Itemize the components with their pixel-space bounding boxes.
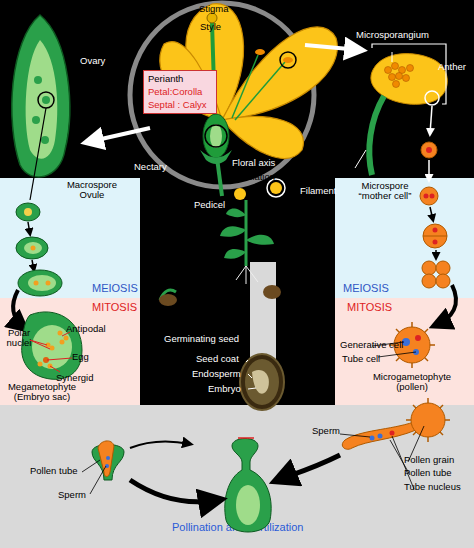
part-label: Filament xyxy=(300,186,336,196)
part-label: Egg xyxy=(72,352,89,362)
part-label: Pollen grain xyxy=(404,455,454,465)
part-label: Antipodal xyxy=(66,324,106,334)
stage-label: Microgametophyte (pollen) xyxy=(362,372,462,393)
part-label: Embryo xyxy=(208,384,241,394)
part-label: Generative cell xyxy=(340,340,403,350)
part-label: Pollen tube xyxy=(30,466,78,476)
perianth-box: PerianthPetal:CorollaSeptal : Calyx xyxy=(143,70,217,114)
part-label: Seed coat xyxy=(196,354,239,364)
node-text: MITOSIS xyxy=(347,301,392,313)
part-label: Anther xyxy=(438,62,466,72)
stage-label: Microspore “mother cell” xyxy=(350,181,420,202)
stage-label: Megametophyte (Embryo sac) xyxy=(2,382,82,403)
node-text: Perianth xyxy=(148,74,183,84)
node-text: Septal : Calyx xyxy=(148,100,207,110)
part-label: Style xyxy=(200,22,221,32)
part-label: Stigma xyxy=(199,4,229,14)
part-label: Nectary xyxy=(134,162,167,172)
node-text: MEIOSIS xyxy=(343,282,389,294)
part-label: Polar nuclei xyxy=(4,328,34,349)
part-label: Tube cell xyxy=(342,354,380,364)
part-label: Endosperm xyxy=(192,369,241,379)
part-label: Ovary xyxy=(80,56,105,66)
part-label: Pedicel xyxy=(194,200,225,210)
part-label: Pollen tube xyxy=(404,468,452,478)
part-label: Tube nucleus xyxy=(404,482,461,492)
stage-label: Macrospore Ovule xyxy=(62,180,122,201)
node-text: MEIOSIS xyxy=(92,282,138,294)
node-text: MITOSIS xyxy=(92,301,137,313)
part-label: Sperm xyxy=(58,490,86,500)
node-text: Petal:Corolla xyxy=(148,87,202,97)
part-label: Articulation xyxy=(228,172,275,182)
part-label: Microsporangium xyxy=(356,30,429,40)
stage-label: Germinating seed xyxy=(164,334,239,344)
part-label: Sperm xyxy=(312,426,340,436)
part-label: Floral axis xyxy=(232,158,275,168)
